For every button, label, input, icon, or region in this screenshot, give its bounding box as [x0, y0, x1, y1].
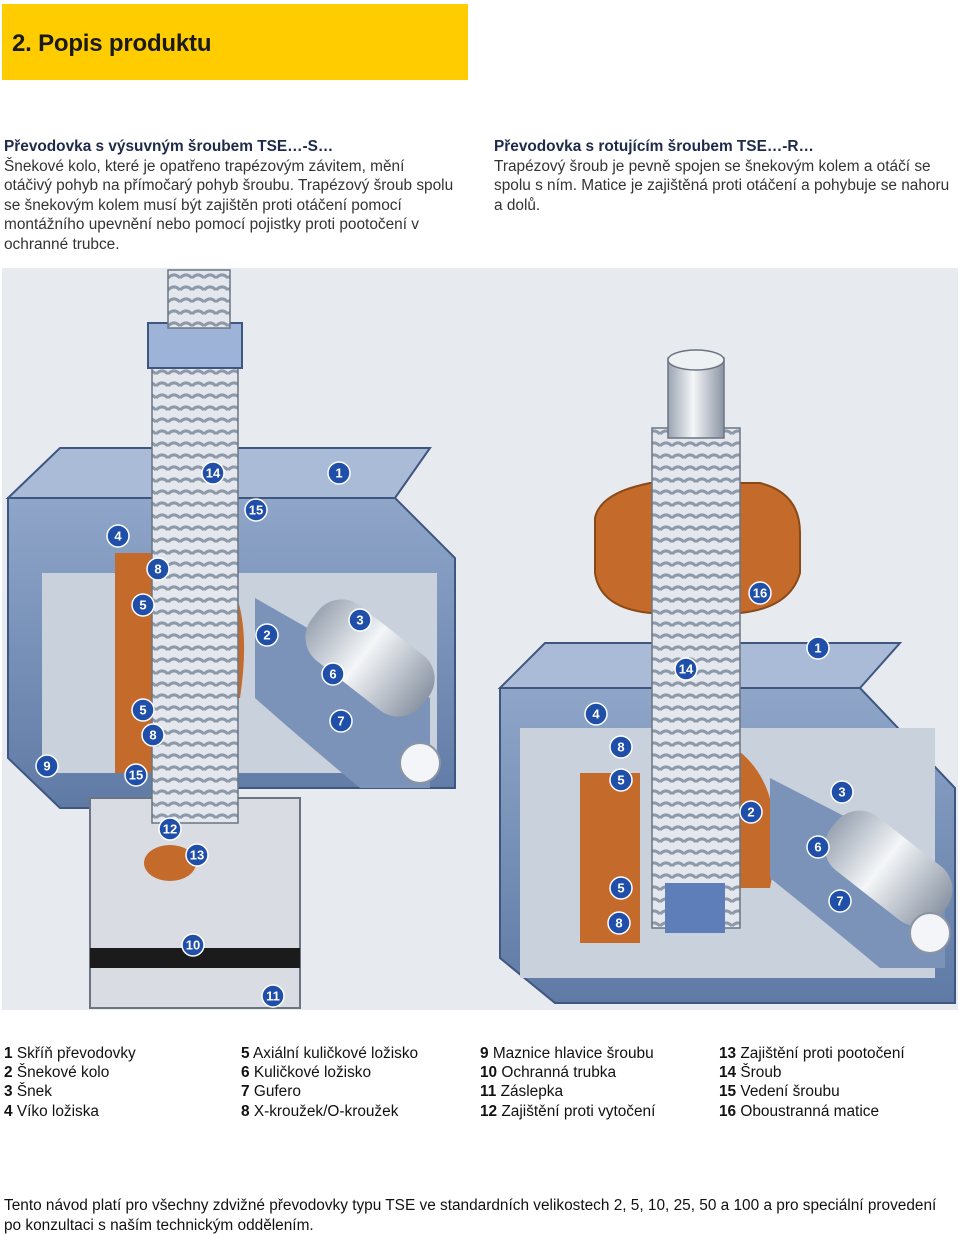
callout-5rb: 5: [609, 876, 633, 900]
legend-item: 4 Víko ložiska: [4, 1102, 99, 1120]
callout-3: 3: [348, 608, 372, 632]
callout-12: 12: [158, 817, 182, 841]
legend-item: 7 Gufero: [241, 1083, 301, 1101]
callout-5r: 5: [609, 768, 633, 792]
svg-text:3: 3: [838, 785, 845, 800]
svg-text:3: 3: [356, 613, 363, 628]
svg-text:7: 7: [836, 894, 843, 909]
legend-item: 1 Skříň převodovky: [4, 1045, 136, 1062]
svg-text:10: 10: [186, 938, 200, 953]
legend-column-3: 9 Maznice hlavice šroubu 10 Ochranná tru…: [480, 1044, 655, 1121]
callout-4r: 4: [584, 702, 608, 726]
callout-9: 9: [35, 754, 59, 778]
legend-item: 16 Oboustranná matice: [719, 1102, 879, 1120]
left-description: Převodovka s výsuvným šroubem TSE…-S… Šn…: [4, 137, 454, 255]
callout-14: 14: [201, 461, 225, 485]
svg-text:4: 4: [114, 529, 122, 544]
svg-text:8: 8: [149, 728, 156, 743]
gearbox-cutaway-illustration: 14 1 15 4 8 5 2 3 6 5 8 7 9 15 12 13 10 …: [2, 268, 958, 1010]
svg-text:2: 2: [747, 805, 754, 820]
legend-item: 2 Šnekové kolo: [4, 1064, 110, 1082]
callout-1r: 1: [806, 636, 830, 660]
svg-text:14: 14: [679, 662, 694, 677]
callout-8b: 8: [141, 723, 165, 747]
svg-text:1: 1: [814, 641, 821, 656]
callout-8rb: 8: [607, 911, 631, 935]
svg-text:6: 6: [329, 667, 336, 682]
legend-column-1: 1 Skříň převodovky 2 Šnekové kolo 3 Šnek…: [4, 1044, 136, 1121]
svg-text:5: 5: [139, 598, 146, 613]
svg-text:5: 5: [617, 881, 624, 896]
callout-14r: 14: [674, 657, 698, 681]
callout-6: 6: [321, 662, 345, 686]
callout-7: 7: [329, 709, 353, 733]
legend-item: 9 Maznice hlavice šroubu: [480, 1045, 654, 1062]
legend-item: 3 Šnek: [4, 1083, 52, 1101]
callout-8r: 8: [609, 735, 633, 759]
svg-text:8: 8: [617, 740, 624, 755]
callout-11: 11: [261, 984, 285, 1008]
svg-text:2: 2: [263, 628, 270, 643]
section-title: 2. Popis produktu: [12, 30, 212, 57]
legend-column-4: 13 Zajištění proti pootočení 14 Šroub 15…: [719, 1044, 905, 1121]
callout-4: 4: [106, 524, 130, 548]
section-header: 2. Popis produktu: [2, 4, 468, 80]
svg-text:4: 4: [592, 707, 600, 722]
legend-item: 6 Kuličkové ložisko: [241, 1064, 372, 1082]
svg-text:7: 7: [337, 714, 344, 729]
right-gearbox: [497, 349, 956, 1004]
legend-item: 11 Záslepka: [480, 1083, 564, 1101]
legend-item: 12 Zajištění proti vytočení: [480, 1102, 656, 1120]
callout-1: 1: [327, 461, 351, 485]
svg-text:14: 14: [206, 466, 221, 481]
svg-text:1: 1: [335, 466, 342, 481]
right-callouts: 16 1 14 4 8 5 2 3 6 5 8 7: [584, 581, 854, 935]
svg-text:15: 15: [129, 768, 143, 783]
legend-item: 10 Ochranná trubka: [480, 1064, 617, 1082]
callout-15b: 15: [124, 763, 148, 787]
svg-text:12: 12: [163, 822, 177, 837]
callout-13: 13: [185, 843, 209, 867]
callout-6r: 6: [806, 835, 830, 859]
left-heading: Převodovka s výsuvným šroubem TSE…-S…: [4, 138, 334, 155]
callout-5b: 5: [131, 698, 155, 722]
legend-item: 8 X-kroužek/O-kroužek: [241, 1102, 399, 1120]
legend-item: 14 Šroub: [719, 1064, 782, 1082]
callout-16: 16: [748, 581, 772, 605]
callout-2: 2: [255, 623, 279, 647]
callout-2r: 2: [739, 800, 763, 824]
svg-text:13: 13: [190, 848, 204, 863]
callout-15: 15: [244, 498, 268, 522]
svg-text:8: 8: [615, 916, 622, 931]
footer-note: Tento návod platí pro všechny zdvižné př…: [4, 1197, 937, 1234]
callout-3r: 3: [830, 780, 854, 804]
svg-text:15: 15: [249, 503, 263, 518]
svg-text:9: 9: [43, 759, 50, 774]
callout-10: 10: [181, 933, 205, 957]
left-callouts: 14 1 15 4 8 5 2 3 6 5 8 7 9 15 12 13 10 …: [35, 461, 372, 1008]
right-description: Převodovka s rotujícím šroubem TSE…-R… T…: [494, 137, 954, 215]
callout-7r: 7: [828, 889, 852, 913]
callout-8: 8: [146, 557, 170, 581]
svg-text:6: 6: [814, 840, 821, 855]
legend-column-2: 5 Axiální kuličkové ložisko 6 Kuličkové …: [241, 1044, 418, 1121]
svg-text:8: 8: [154, 562, 161, 577]
svg-text:11: 11: [266, 989, 280, 1004]
left-body: Šnekové kolo, které je opatřeno trapézov…: [4, 157, 454, 253]
legend-item: 15 Vedení šroubu: [719, 1083, 840, 1101]
svg-text:5: 5: [617, 773, 624, 788]
callout-5: 5: [131, 593, 155, 617]
legend-item: 13 Zajištění proti pootočení: [719, 1045, 905, 1062]
right-body: Trapézový šroub je pevně spojen se šneko…: [494, 157, 950, 214]
svg-text:16: 16: [753, 586, 767, 601]
legend-item: 5 Axiální kuličkové ložisko: [241, 1045, 419, 1062]
right-heading: Převodovka s rotujícím šroubem TSE…-R…: [494, 138, 814, 155]
svg-text:5: 5: [139, 703, 146, 718]
